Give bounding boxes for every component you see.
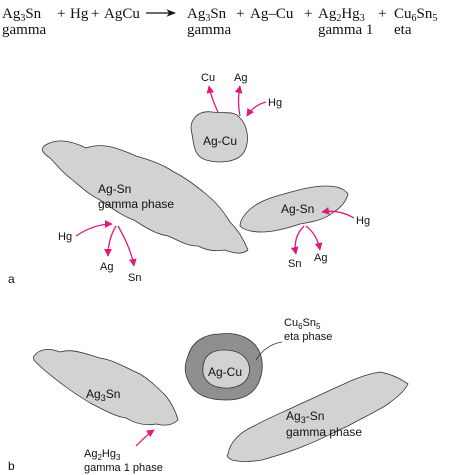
eta-leader-line xyxy=(255,341,283,361)
gamma1-label-line1: Ag2Hg3 xyxy=(84,448,121,462)
reactant-label-gamma: gamma xyxy=(2,22,46,38)
plus-sign: + xyxy=(57,6,65,22)
hg-in-arrow-icon xyxy=(246,101,267,117)
reactant-agcu: AgCu xyxy=(104,6,140,22)
gamma1-label-line2: gamma 1 phase xyxy=(84,462,163,474)
large-grain-label-line1: Ag-Sn xyxy=(98,182,131,196)
cu-label: Cu xyxy=(201,72,215,84)
hg-label: Hg xyxy=(58,231,72,243)
ag-out-arrow-icon xyxy=(305,225,323,251)
left-grain-label: Ag3Sn xyxy=(86,387,120,403)
sn-label: Sn xyxy=(128,272,141,284)
product-ag3sn: Ag3Sn xyxy=(187,6,227,24)
ag-out-arrow-icon xyxy=(234,85,243,117)
agcu-core-label: Ag-Cu xyxy=(208,365,242,379)
right-grain-label-line2: gamma phase xyxy=(286,425,362,439)
hg-in-arrow-icon xyxy=(135,429,155,447)
hg-in-arrow-icon xyxy=(75,220,113,237)
hg-label: Hg xyxy=(356,215,370,227)
sn-out-arrow-icon xyxy=(117,225,137,267)
small-grain-label: Ag-Sn xyxy=(281,202,314,216)
right-grain-label-line1: Ag3-Sn xyxy=(286,409,324,425)
product-ag2hg3: Ag2Hg3 xyxy=(318,6,365,24)
panel-a: Ag-Cu Cu Ag Hg Ag-Sn gamma phase Hg Ag S… xyxy=(8,72,370,286)
product-ag-cu: Ag–Cu xyxy=(250,6,294,22)
panel-b: Ag3Sn Ag2Hg3 gamma 1 phase Ag-Cu Cu6Sn5 … xyxy=(8,317,409,474)
product-label-gamma1: gamma 1 xyxy=(318,22,373,38)
plus-sign: + xyxy=(91,6,99,22)
reactant-hg: Hg xyxy=(70,6,89,22)
plus-sign: + xyxy=(236,6,244,22)
right-ag3sn-grain xyxy=(226,371,409,462)
eta-label-line1: Cu6Sn5 xyxy=(284,317,321,331)
ag-out-arrow-icon xyxy=(104,225,117,257)
ag-label: Ag xyxy=(234,72,247,84)
product-cu6sn5: Cu6Sn5 xyxy=(394,6,437,24)
plus-sign: + xyxy=(378,6,386,22)
agcu-particle xyxy=(190,111,248,163)
hg-label: Hg xyxy=(268,97,282,109)
ag-label: Ag xyxy=(100,261,113,273)
panel-a-letter: a xyxy=(8,272,15,286)
sn-label: Sn xyxy=(288,258,301,270)
eta-label-line2: eta phase xyxy=(284,331,332,343)
reactant-ag3sn: Ag3Sn xyxy=(2,6,42,24)
sn-out-arrow-icon xyxy=(290,225,305,255)
panel-b-letter: b xyxy=(8,459,15,473)
agcu-particle-label: Ag-Cu xyxy=(203,134,237,148)
agcu-core xyxy=(202,349,250,389)
left-ag3sn-grain xyxy=(33,348,179,426)
reaction-equation: Ag3Sn + Hg + AgCu gamma Ag3Sn gamma + Ag… xyxy=(2,6,437,38)
hg-in-arrow-icon xyxy=(321,207,355,219)
product-label-eta: eta xyxy=(394,22,412,38)
plus-sign: + xyxy=(304,6,312,22)
large-agsn-grain xyxy=(42,140,249,254)
product-label-gamma: gamma xyxy=(187,22,231,38)
large-grain-label-line2: gamma phase xyxy=(98,197,174,211)
ag-label: Ag xyxy=(314,252,327,264)
cu-out-arrow-icon xyxy=(206,85,219,113)
